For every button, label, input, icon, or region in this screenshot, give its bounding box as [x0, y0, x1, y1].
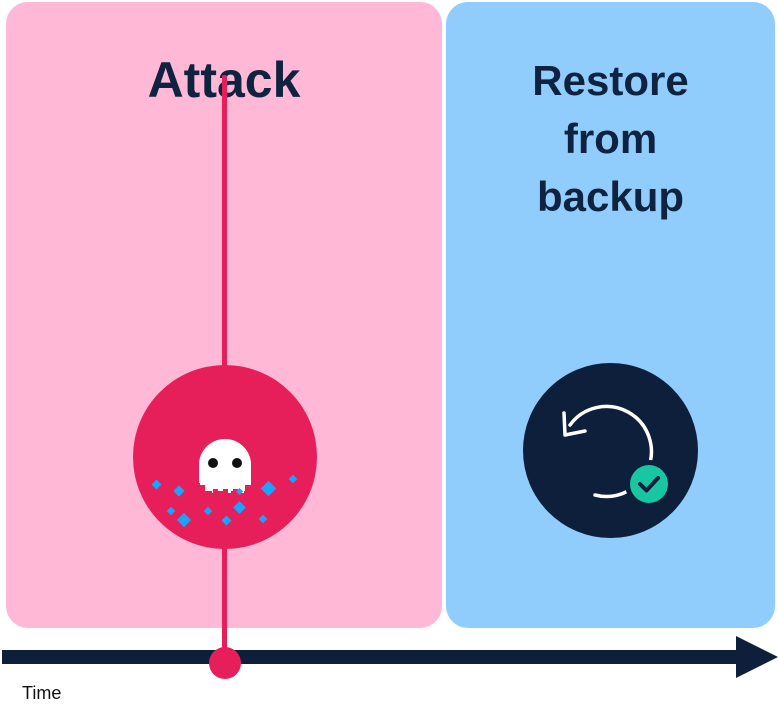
- axis-arrowhead: [736, 636, 778, 678]
- restore-check-icon: [562, 404, 673, 508]
- attack-time-marker: [209, 647, 241, 679]
- restore-title: Restore from backup: [532, 57, 689, 220]
- time-axis: [2, 636, 778, 678]
- skull-icon: [151, 439, 298, 528]
- restore-circle: [523, 363, 698, 538]
- attack-circle: [133, 365, 317, 549]
- time-axis-label: Time: [22, 683, 62, 703]
